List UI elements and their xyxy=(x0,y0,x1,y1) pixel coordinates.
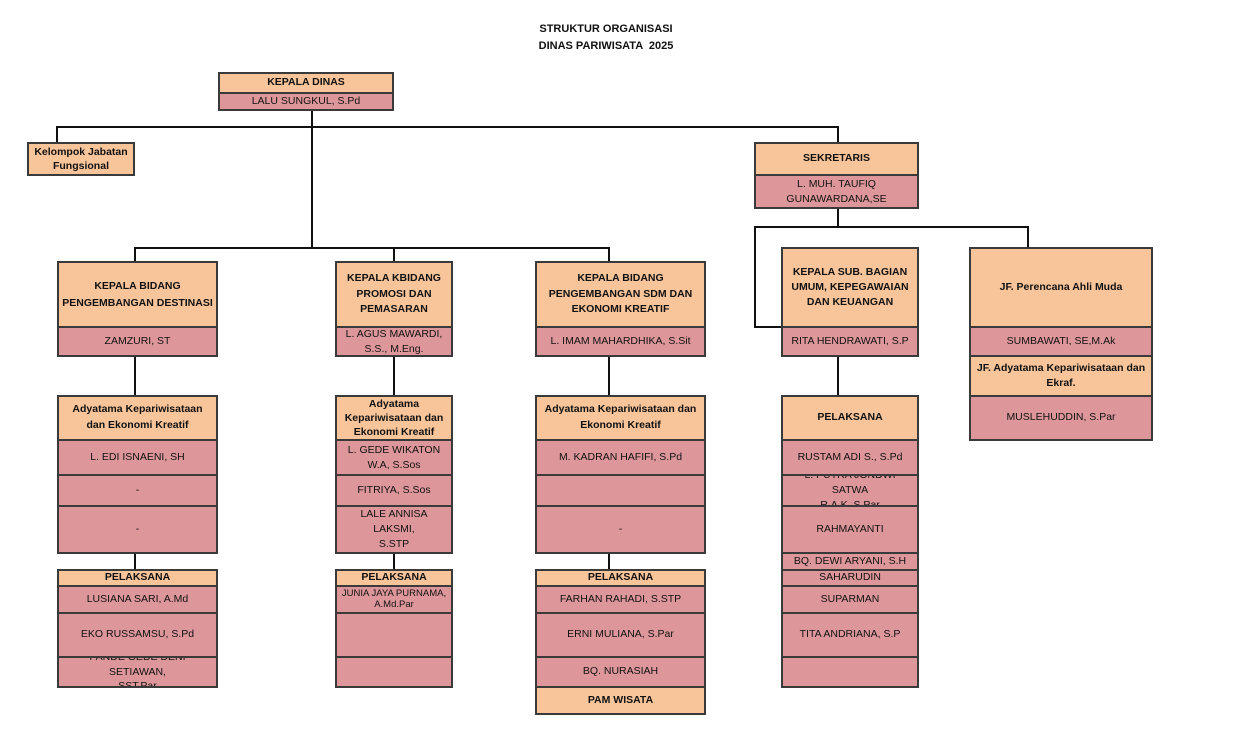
destinasi-name: ZAMZURI, ST xyxy=(57,326,218,357)
list-item: LALE ANNISA LAKSMI, S.STP xyxy=(335,505,453,554)
promosi-title: KEPALA KBIDANG PROMOSI DAN PEMASARAN xyxy=(335,261,453,328)
connector xyxy=(608,553,610,570)
list-item xyxy=(335,612,453,658)
list-item: ERNI MULIANA, S.Par xyxy=(535,612,706,658)
jf-adyatama-title: JF. Adyatama Kepariwisataan dan Ekraf. xyxy=(969,355,1153,397)
list-item xyxy=(335,656,453,688)
sekretaris-title: SEKRETARIS xyxy=(754,142,919,176)
kepala-dinas-name: LALU SUNGKUL, S.Pd xyxy=(218,92,394,111)
connector xyxy=(754,226,1029,228)
connector xyxy=(754,326,782,328)
list-item: JUNIA JAYA PURNAMA, A.Md.Par xyxy=(335,585,453,614)
list-item: SUPARMAN xyxy=(781,585,919,614)
connector xyxy=(134,247,610,249)
list-item: L. GEDE WIKATON W.A, S.Sos xyxy=(335,439,453,476)
promosi-pelaksana-title: PELAKSANA xyxy=(335,569,453,587)
list-item: PANDE GEDE DENI SETIAWAN, SST.Par xyxy=(57,656,218,688)
pam-wisata-box: PAM WISATA xyxy=(535,686,706,715)
connector xyxy=(56,126,58,143)
list-item: LUSIANA SARI, A.Md xyxy=(57,585,218,614)
connector xyxy=(608,247,610,262)
list-item: RAHMAYANTI xyxy=(781,505,919,554)
list-item: L. PUTRA JONDWI SATWA R.A.K, S.Par xyxy=(781,474,919,507)
connector xyxy=(837,356,839,396)
connector xyxy=(134,356,136,396)
connector xyxy=(1027,226,1029,248)
connector xyxy=(393,247,395,262)
destinasi-title: KEPALA BIDANG PENGEMBANGAN DESTINASI xyxy=(57,261,218,328)
list-item: - xyxy=(535,505,706,554)
sekretaris-name: L. MUH. TAUFIQ GUNAWARDANA,SE xyxy=(754,174,919,209)
sdm-name: L. IMAM MAHARDHIKA, S.Sit xyxy=(535,326,706,357)
connector xyxy=(837,207,839,227)
chart-title: STRUKTUR ORGANISASI xyxy=(539,23,673,35)
promosi-name: L. AGUS MAWARDI, S.S., M.Eng. xyxy=(335,326,453,357)
jf-perencana-name: SUMBAWATI, SE,M.Ak xyxy=(969,326,1153,357)
list-item: EKO RUSSAMSU, S.Pd xyxy=(57,612,218,658)
list-item: TITA ANDRIANA, S.P xyxy=(781,612,919,658)
jf-perencana-title: JF. Perencana Ahli Muda xyxy=(969,247,1153,328)
list-item: RUSTAM ADI S., S.Pd xyxy=(781,439,919,476)
list-item: FITRIYA, S.Sos xyxy=(335,474,453,507)
list-item: - xyxy=(57,474,218,507)
sdm-adyatama-title: Adyatama Kepariwisataan dan Ekonomi Krea… xyxy=(535,395,706,441)
connector xyxy=(134,247,136,262)
list-item xyxy=(781,656,919,688)
connector xyxy=(311,110,313,249)
connector xyxy=(754,226,756,328)
promosi-adyatama-title: Adyatama Kepariwisataan dan Ekonomi Krea… xyxy=(335,395,453,441)
list-item: M. KADRAN HAFIFI, S.Pd xyxy=(535,439,706,476)
connector xyxy=(837,126,839,143)
kepala-dinas-title: KEPALA DINAS xyxy=(218,72,394,94)
list-item xyxy=(535,474,706,507)
connector xyxy=(393,356,395,396)
list-item: L. EDI ISNAENI, SH xyxy=(57,439,218,476)
fungsional-box: Kelompok Jabatan Fungsional xyxy=(27,142,135,176)
umum-pelaksana-title: PELAKSANA xyxy=(781,395,919,441)
connector xyxy=(134,553,136,570)
connector xyxy=(56,126,839,128)
kasubag-title: KEPALA SUB. BAGIAN UMUM, KEPEGAWAIAN DAN… xyxy=(781,247,919,328)
connector xyxy=(608,356,610,396)
list-item: - xyxy=(57,505,218,554)
jf-adyatama-name: MUSLEHUDDIN, S.Par xyxy=(969,395,1153,441)
kasubag-name: RITA HENDRAWATI, S.P xyxy=(781,326,919,357)
list-item: FARHAN RAHADI, S.STP xyxy=(535,585,706,614)
list-item: BQ. NURASIAH xyxy=(535,656,706,688)
sdm-title: KEPALA BIDANG PENGEMBANGAN SDM DAN EKONO… xyxy=(535,261,706,328)
connector xyxy=(393,553,395,570)
destinasi-adyatama-title: Adyatama Kepariwisataan dan Ekonomi Krea… xyxy=(57,395,218,441)
chart-subtitle: DINAS PARIWISATA 2025 xyxy=(538,40,674,52)
